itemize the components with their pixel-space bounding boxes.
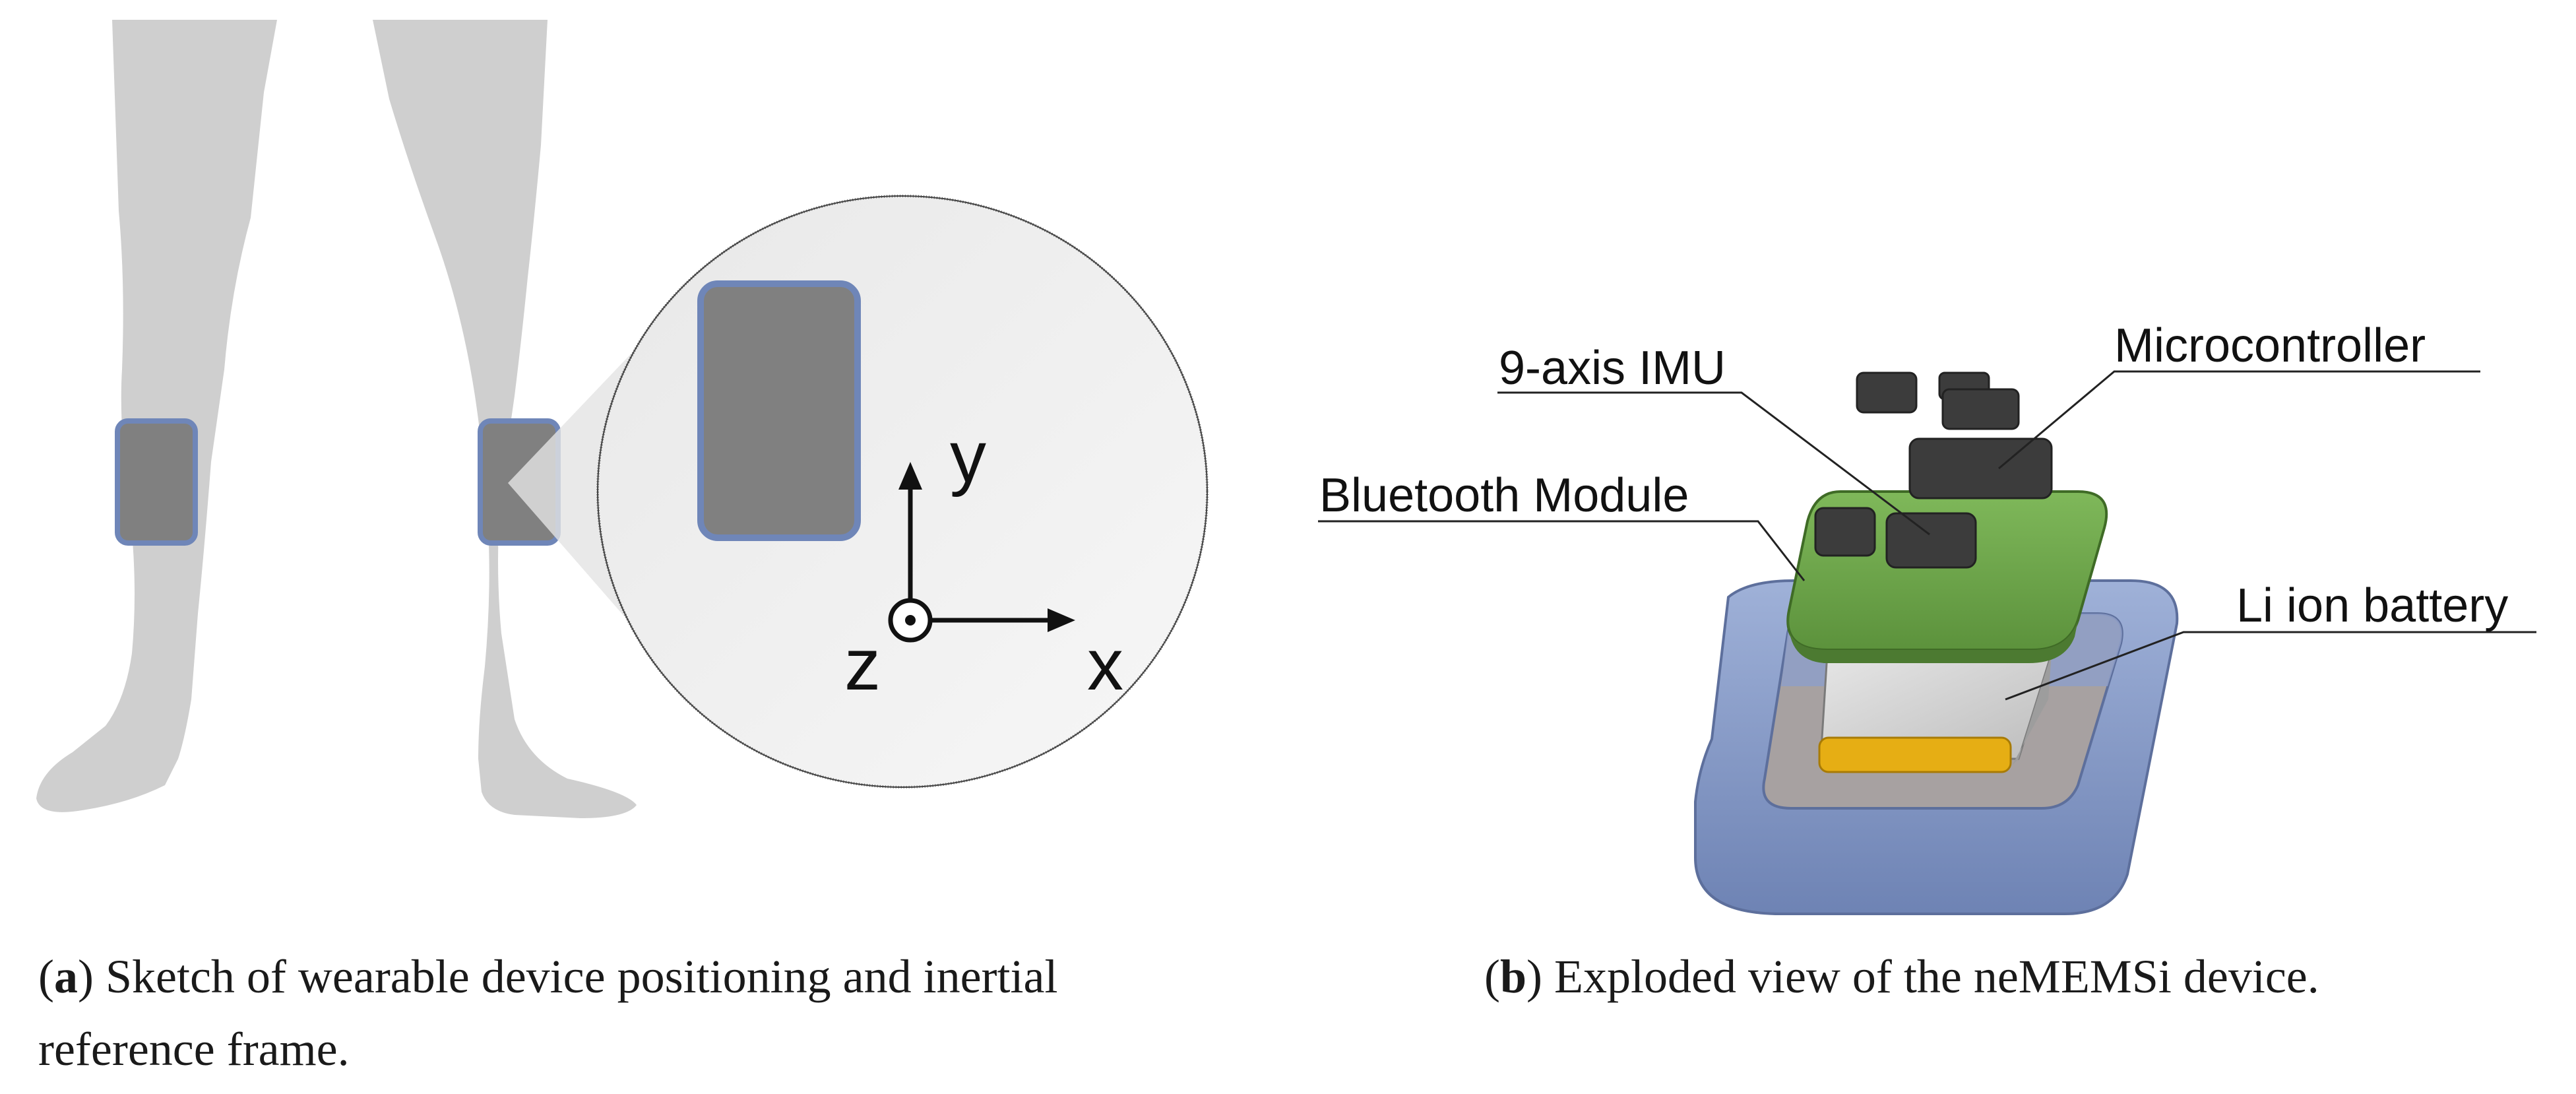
caption-a-letter: a bbox=[53, 950, 78, 1003]
label-battery: Li ion battery bbox=[2236, 579, 2508, 632]
left-leg-silhouette bbox=[36, 20, 277, 812]
small-chip-1 bbox=[1856, 371, 1918, 414]
x-arrowhead bbox=[1048, 608, 1075, 632]
magnified-sensor bbox=[697, 280, 861, 541]
axis-label-y: y bbox=[950, 416, 986, 498]
small-chip-3 bbox=[1941, 388, 2020, 430]
label-microcontroller: Microcontroller bbox=[2114, 319, 2426, 372]
caption-a-line-1: (a) Sketch of wearable device positionin… bbox=[38, 940, 1239, 1013]
z-axis-dot bbox=[905, 615, 916, 626]
axis-label-z: z bbox=[844, 624, 881, 705]
axis-label-x: x bbox=[1087, 624, 1123, 705]
microcontroller-chip bbox=[1908, 437, 2053, 499]
caption-a-close-paren: ) bbox=[77, 950, 94, 1003]
caption-b-line-1: (b) Exploded view of the neMEMSi device. bbox=[1484, 940, 2540, 1013]
label-bluetooth: Bluetooth Module bbox=[1319, 469, 1689, 522]
label-imu: 9-axis IMU bbox=[1499, 342, 1726, 395]
caption-b-open-paren: ( bbox=[1484, 950, 1500, 1003]
zoom-lens-rim bbox=[597, 195, 1208, 788]
caption-b-letter: b bbox=[1499, 950, 1527, 1003]
microcontroller-leader bbox=[1998, 370, 2480, 470]
y-arrowhead bbox=[898, 462, 922, 490]
bluetooth-leader bbox=[1318, 520, 1806, 581]
caption-a: (a) Sketch of wearable device positionin… bbox=[38, 940, 1239, 1085]
caption-a-text-1: Sketch of wearable device positioning an… bbox=[93, 950, 1058, 1003]
caption-a-line-2: reference frame. bbox=[38, 1023, 350, 1076]
panel-b: 9-axis IMU Microcontroller Bluetooth Mod… bbox=[1318, 319, 2536, 915]
bluetooth-chip bbox=[1814, 507, 1876, 557]
caption-a-open-paren: ( bbox=[38, 950, 54, 1003]
battery-leader bbox=[2005, 631, 2536, 701]
left-sensor bbox=[115, 418, 198, 546]
battery-terminal-strip bbox=[1818, 736, 2012, 773]
caption-b-text: Exploded view of the neMEMSi device. bbox=[1542, 950, 2319, 1003]
caption-b-close-paren: ) bbox=[1526, 950, 1543, 1003]
pcb-edge bbox=[1788, 610, 2078, 663]
imu-leader bbox=[1497, 391, 1930, 536]
imu-chip bbox=[1885, 512, 1977, 569]
panel-a: y x z bbox=[36, 20, 1209, 818]
caption-b: (b) Exploded view of the neMEMSi device. bbox=[1484, 940, 2540, 1013]
